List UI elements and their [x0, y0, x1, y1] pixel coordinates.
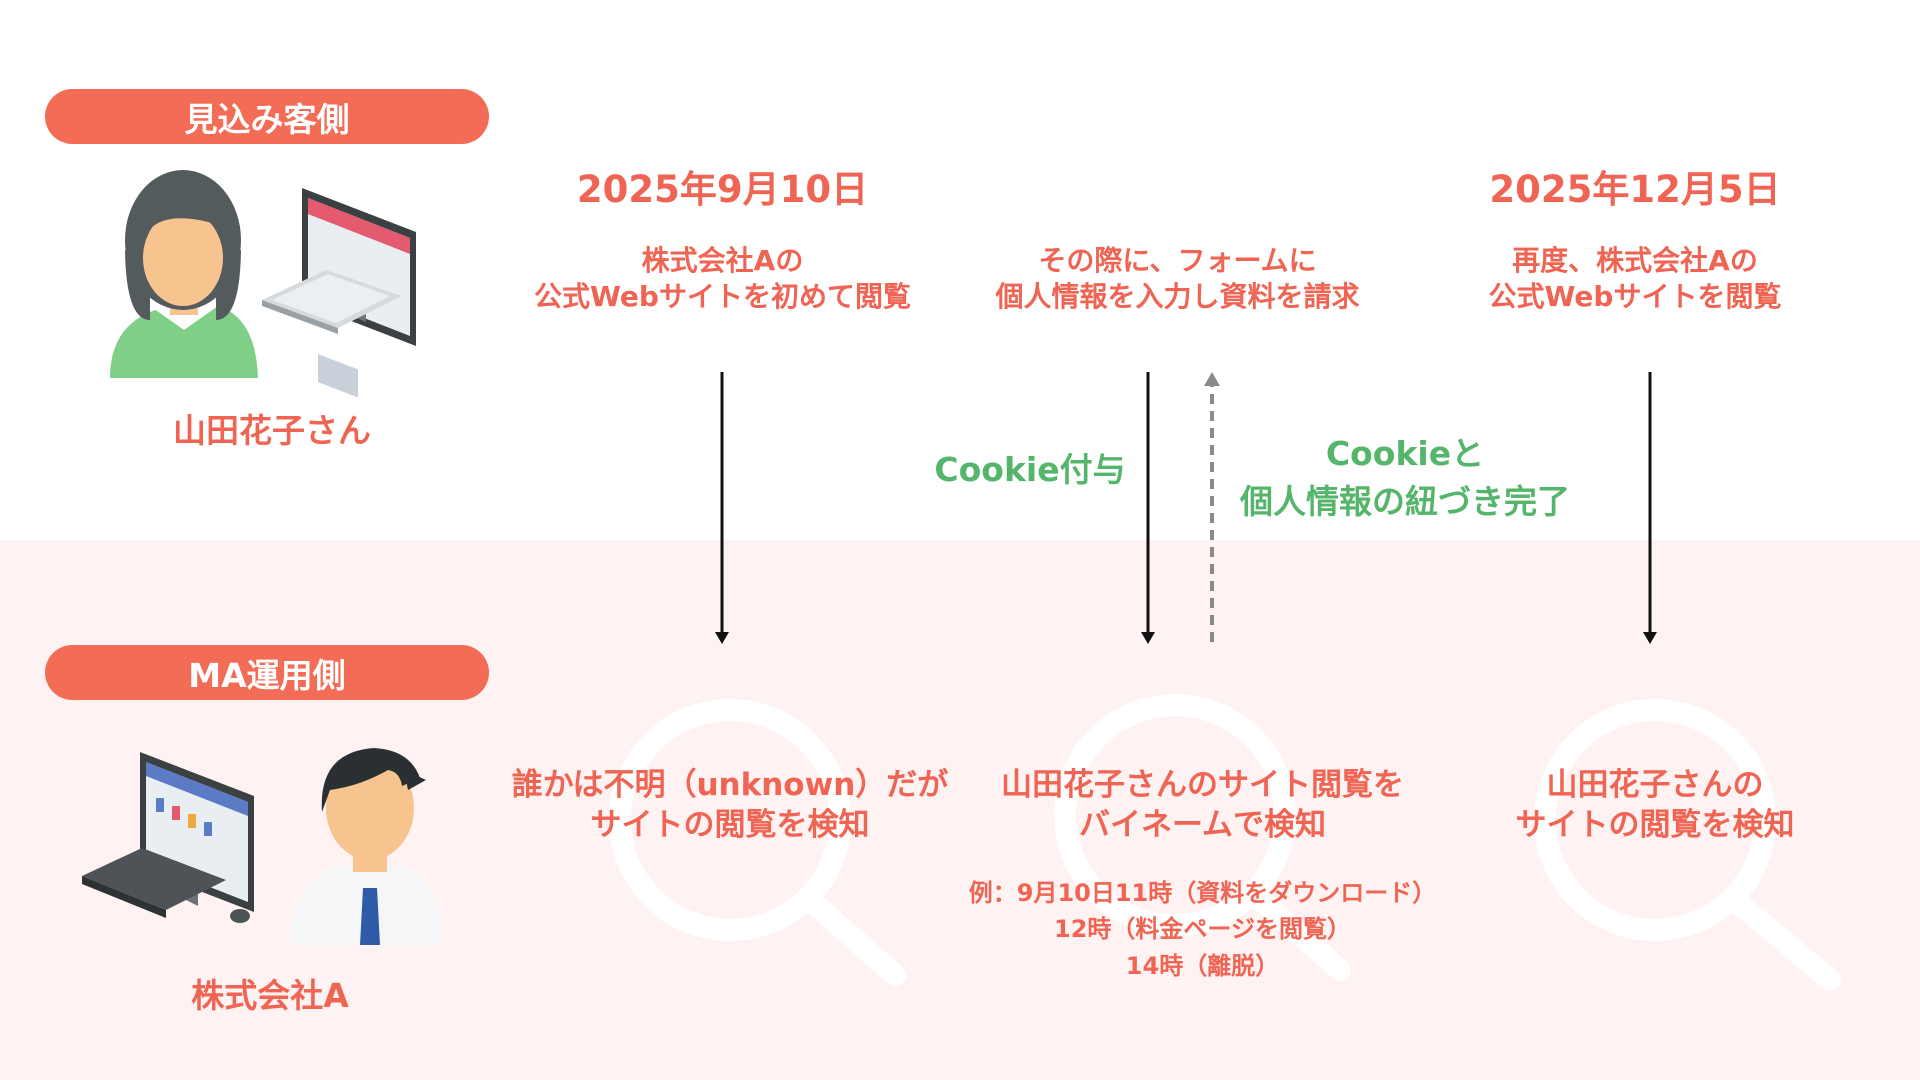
cookie-link-label: Cookieと 個人情報の紐づき完了	[1225, 430, 1585, 526]
column-3-result: 山田花子さんの サイトの閲覧を検知	[1460, 766, 1850, 845]
cookie-grant-label: Cookie付与	[934, 450, 1126, 489]
text-line: 山田花子さんの	[1546, 767, 1764, 803]
column-2-action: その際に、フォームに 個人情報を入力し資料を請求	[985, 243, 1370, 315]
column-2-result: 山田花子さんのサイト閲覧を バイネームで検知	[975, 766, 1430, 845]
text-line: 例：9月10日11時（資料をダウンロード）	[968, 879, 1437, 907]
text-line: 誰かは不明（unknown）だが	[511, 767, 949, 803]
text-line: 公式Webサイトを初めて閲覧	[534, 279, 911, 313]
text-line: その際に、フォームに	[1038, 244, 1317, 277]
desktop-computer-icon	[82, 752, 254, 923]
text-line: サイトの閲覧を検知	[1515, 806, 1795, 843]
text-line: 山田花子さんのサイト閲覧を	[1001, 767, 1404, 803]
column-1-date: 2025年9月10日	[576, 168, 869, 211]
magnifier-icon	[609, 699, 906, 986]
arrow-down-column-3	[1643, 372, 1657, 644]
ma-side-label: MA運用側	[45, 645, 489, 700]
woman-avatar-icon	[110, 170, 258, 378]
column-3-date: 2025年12月5日	[1489, 168, 1781, 211]
text-line: 個人情報を入力し資料を請求	[995, 279, 1360, 313]
text-line: サイトの閲覧を検知	[590, 806, 870, 843]
arrow-down-column-1	[715, 372, 729, 644]
text-line: 株式会社Aの	[641, 244, 804, 277]
desktop-computer-icon	[262, 188, 416, 398]
ma-side-background	[0, 540, 1920, 1080]
prospect-name: 山田花子さん	[173, 411, 371, 450]
text-line: バイネームで検知	[1078, 806, 1327, 843]
text-line: 12時（料金ページを閲覧）	[1054, 915, 1351, 944]
prospect-side-label: 見込み客側	[45, 89, 489, 144]
dashed-arrow-up	[1204, 372, 1220, 642]
column-1-action: 株式会社Aの 公式Webサイトを初めて閲覧	[530, 243, 915, 315]
text-line: Cookieと	[1325, 434, 1485, 473]
text-line: 14時（離脱）	[1125, 951, 1280, 980]
text-line: 再度、株式会社Aの	[1512, 244, 1758, 277]
column-3-action: 再度、株式会社Aの 公式Webサイトを閲覧	[1440, 243, 1830, 315]
businessman-avatar-icon	[290, 748, 442, 945]
column-2-example: 例：9月10日11時（資料をダウンロード） 12時（料金ページを閲覧） 14時（…	[935, 875, 1470, 984]
magnifier-icon	[1534, 699, 1841, 991]
magnifier-icon	[1054, 694, 1351, 981]
arrow-down-column-2	[1141, 372, 1155, 644]
text-line: 公式Webサイトを閲覧	[1488, 279, 1782, 313]
column-1-result: 誰かは不明（unknown）だが サイトの閲覧を検知	[500, 766, 960, 845]
text-line: 個人情報の紐づき完了	[1240, 481, 1570, 521]
company-name: 株式会社A	[191, 976, 349, 1015]
